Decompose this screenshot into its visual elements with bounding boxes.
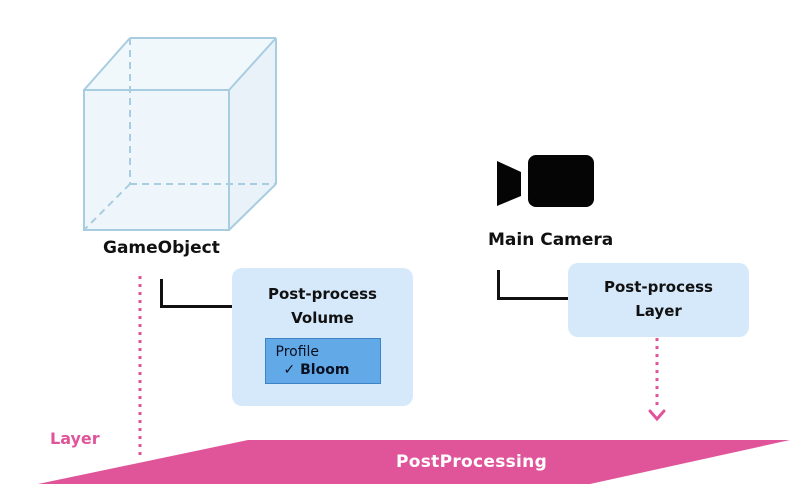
checkmark-icon: ✓ (283, 362, 296, 378)
layer-title-line1: Post-process (604, 278, 713, 296)
volume-title-line1: Post-process (268, 285, 377, 303)
profile-item-bloom: ✓ Bloom (276, 361, 370, 379)
camera-connector (497, 270, 570, 300)
volume-title-line2: Volume (291, 309, 354, 327)
video-camera-icon (497, 155, 594, 207)
profile-panel: Profile ✓ Bloom (264, 338, 381, 384)
bloom-label: Bloom (300, 362, 350, 378)
postprocessing-band (38, 440, 790, 484)
post-process-volume-box: Post-process Volume Profile ✓ Bloom (232, 268, 413, 406)
post-process-layer-box: Post-process Layer (568, 263, 749, 337)
layer-annotation: Layer (50, 429, 100, 448)
gameobject-connector (160, 279, 235, 308)
layer-title-line2: Layer (635, 302, 682, 320)
gameobject-label: GameObject (103, 238, 220, 258)
profile-label: Profile (275, 344, 320, 360)
arrow-head-icon (648, 409, 666, 422)
main-camera-label: Main Camera (488, 230, 614, 250)
postprocessing-label: PostProcessing (396, 452, 548, 472)
